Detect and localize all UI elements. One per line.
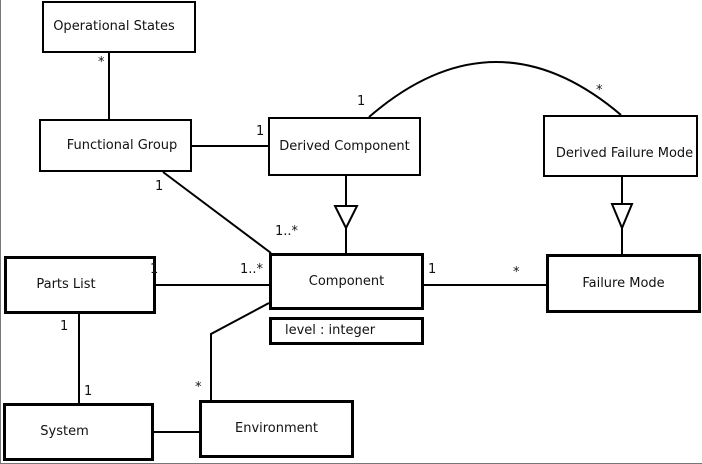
node-component-attribute-compartment: level : integer	[269, 317, 424, 345]
node-component-name-compartment: Component	[269, 253, 424, 310]
node-functional-group: Functional Group	[39, 119, 192, 172]
generalization-triangle-icon	[610, 203, 634, 231]
multiplicity-component-failuremode-one: 1	[428, 262, 437, 277]
edge-derivedcomponent-component-generalization	[333, 176, 359, 253]
multiplicity-arc-derivedcomponent: 1	[357, 94, 366, 109]
multiplicity-funcgroup-derivedcomponent: 1	[256, 124, 265, 139]
multiplicity-arc-derivedfailuremode: *	[596, 83, 603, 98]
edge-derivedfailuremode-failuremode-generalization	[610, 177, 634, 254]
node-derived-component: Derived Component	[268, 117, 421, 176]
node-operational-states: Operational States	[42, 1, 196, 53]
edge-funcgroup-component	[162, 171, 272, 254]
multiplicity-funcgroup-component-one: 1	[155, 179, 164, 194]
node-label: Environment	[234, 421, 318, 436]
node-derived-failure-mode: Derived Failure Mode	[543, 115, 698, 177]
node-label: Component	[308, 273, 385, 289]
multiplicity-partslist-component-one: 1	[150, 262, 159, 277]
node-failure-mode: Failure Mode	[546, 254, 701, 313]
node-label: Functional Group	[66, 137, 178, 153]
multiplicity-partslist-system-top: 1	[60, 319, 69, 334]
node-label: Failure Mode	[582, 275, 665, 291]
node-label: Operational States	[53, 19, 175, 34]
edge-component-environment	[210, 302, 270, 400]
node-label: Parts List	[36, 277, 96, 292]
generalization-triangle-icon	[333, 205, 359, 231]
multiplicity-partslist-system-bottom: 1	[84, 384, 93, 399]
node-parts-list: Parts List	[4, 256, 156, 314]
edge-derivedcomponent-derivedfailuremode-arc	[368, 61, 622, 118]
node-label: System	[40, 424, 89, 439]
multiplicity-component-failuremode-star: *	[513, 265, 520, 280]
node-label: Derived Failure Mode	[555, 146, 694, 161]
attribute-label: level : integer	[285, 323, 376, 338]
multiplicity-partslist-component-many: 1..*	[240, 262, 264, 277]
multiplicity-opstates-funcgroup: *	[98, 55, 105, 70]
multiplicity-funcgroup-component-many: 1..*	[275, 224, 299, 239]
node-environment: Environment	[199, 400, 354, 458]
node-system: System	[3, 403, 154, 461]
node-label: Derived Component	[279, 138, 410, 154]
multiplicity-component-environment: *	[195, 380, 202, 395]
